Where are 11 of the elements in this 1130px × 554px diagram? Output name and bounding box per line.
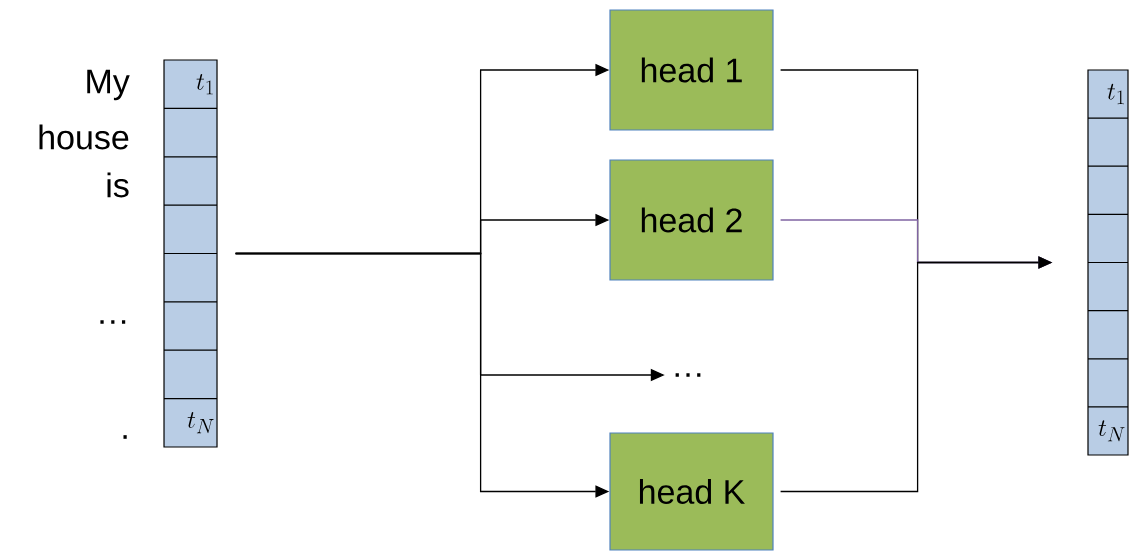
token-word: My	[87, 69, 130, 101]
token-column: $t_1$ $t_N$	[163, 59, 218, 448]
head-box: head 2	[609, 159, 774, 281]
head-box: head K	[609, 432, 774, 551]
token-column: $t_1$ $t_N$	[1087, 69, 1129, 456]
token-word: …	[100, 320, 126, 324]
token-word: house	[39, 124, 129, 150]
token-word: .	[123, 435, 127, 439]
ellipsis-text: …	[675, 373, 701, 377]
token-word: is	[107, 172, 129, 198]
head-box: head 1	[609, 9, 774, 131]
